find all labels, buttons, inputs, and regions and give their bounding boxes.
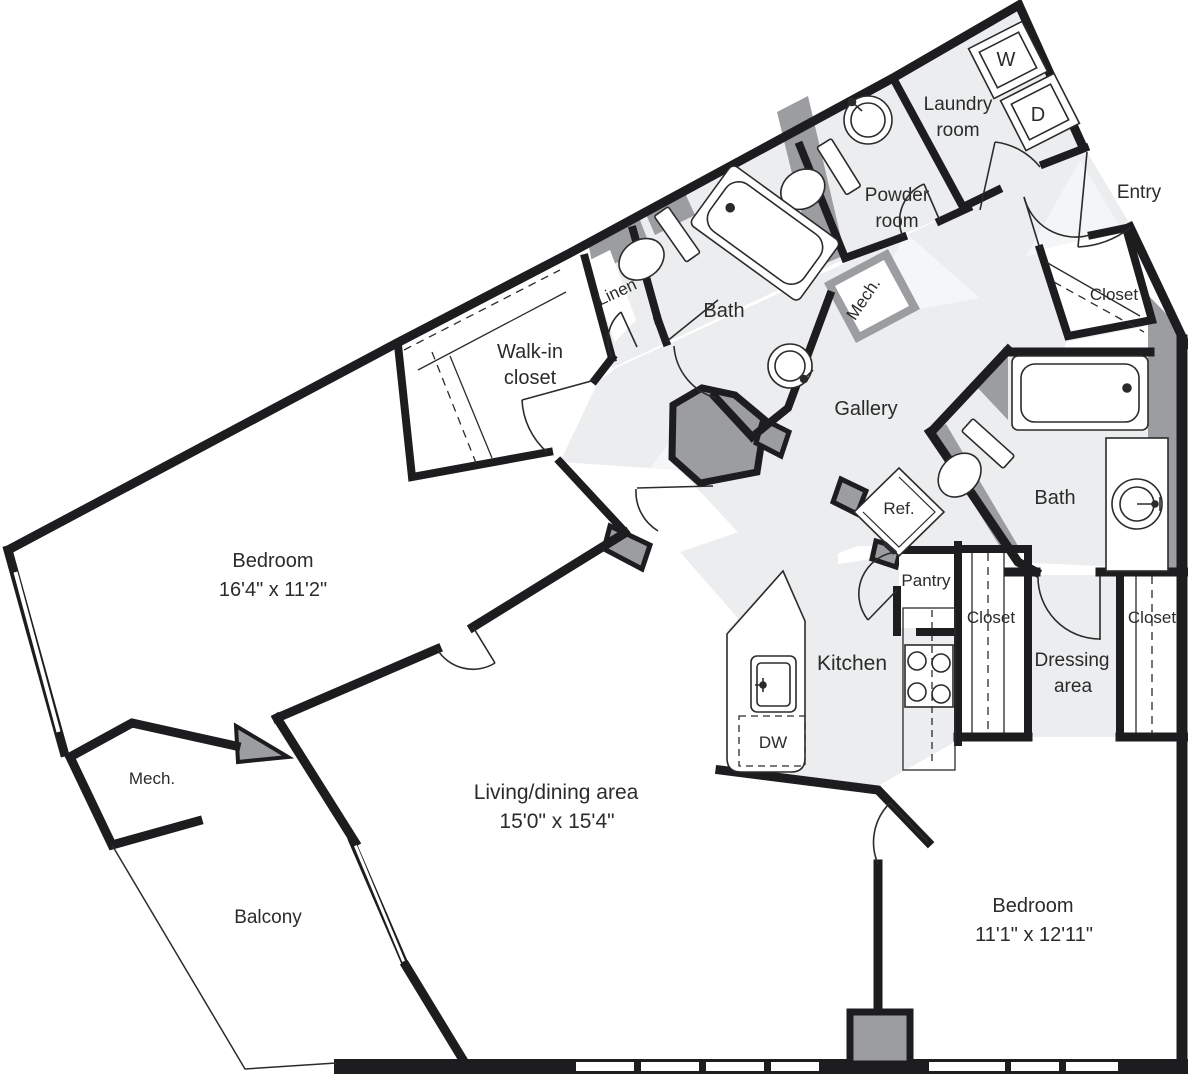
doors bbox=[436, 141, 1131, 865]
bedroom-right-label: Bedroom bbox=[992, 895, 1073, 917]
bathtub-icon bbox=[690, 165, 840, 301]
stove-icon bbox=[902, 607, 956, 771]
powder-toilet-icon bbox=[780, 138, 861, 211]
bedroom-right-door bbox=[872, 802, 929, 865]
toilet-right-icon bbox=[937, 418, 1015, 498]
balcony-label: Balcony bbox=[234, 907, 302, 928]
bath-upper-door bbox=[665, 299, 719, 399]
bedroom-left-passage bbox=[436, 626, 496, 670]
closet-lines bbox=[403, 261, 1153, 767]
bath-right-door bbox=[1037, 574, 1101, 640]
bath-sink-icon bbox=[767, 343, 814, 389]
bath-upper-label: Bath bbox=[703, 300, 744, 322]
bedroom-left-dims: 16'4" x 11'2" bbox=[219, 579, 327, 601]
dressing-label: Dressing bbox=[1035, 650, 1110, 671]
toilet-icon bbox=[618, 206, 701, 281]
gallery-label: Gallery bbox=[834, 398, 897, 420]
bedroom-right-dims: 11'1" x 12'11" bbox=[975, 924, 1093, 946]
kitchen-label: Kitchen bbox=[817, 652, 887, 675]
balcony-railing bbox=[111, 844, 337, 1070]
dishwasher-icon bbox=[738, 715, 806, 767]
powder-label: Powder bbox=[865, 185, 930, 206]
kitchen-island bbox=[726, 569, 806, 773]
bedroom-left-label: Bedroom bbox=[232, 550, 313, 572]
refrigerator-icon bbox=[852, 466, 946, 558]
pantry-label: Pantry bbox=[901, 571, 951, 590]
powder-label2: room bbox=[875, 211, 918, 232]
vanity-sink-icon bbox=[1105, 437, 1169, 572]
laundry-door bbox=[979, 141, 1041, 211]
dryer-label: D bbox=[1031, 104, 1045, 126]
bath-right-label: Bath bbox=[1034, 487, 1075, 509]
window-openings bbox=[576, 1062, 1118, 1071]
entry-closet-label: Closet bbox=[1090, 285, 1138, 304]
walk-in-label2: closet bbox=[504, 367, 557, 389]
closet-right-label: Closet bbox=[1128, 608, 1176, 627]
linen-door bbox=[607, 311, 638, 358]
washer-icon bbox=[967, 20, 1049, 100]
structural-column bbox=[846, 1008, 914, 1068]
mech-lower-label: Mech. bbox=[129, 769, 175, 788]
entry-door bbox=[1077, 151, 1131, 248]
living-dims: 15'0" x 15'4" bbox=[499, 810, 614, 833]
dryer-icon bbox=[999, 72, 1081, 152]
walk-in-door bbox=[521, 379, 596, 453]
laundry-label: Laundry bbox=[924, 94, 993, 115]
bathtub-right-icon bbox=[1011, 355, 1149, 431]
entry-closet-door bbox=[1023, 196, 1091, 250]
bottom-wall bbox=[334, 1008, 1188, 1074]
bedroom-left-door bbox=[635, 485, 714, 532]
closet-middle-label: Closet bbox=[967, 608, 1015, 627]
dishwasher-label: DW bbox=[759, 733, 787, 752]
refrigerator-label: Ref. bbox=[883, 499, 914, 518]
entry-label: Entry bbox=[1117, 182, 1162, 203]
dressing-label2: area bbox=[1054, 676, 1092, 697]
powder-door bbox=[898, 183, 941, 238]
walk-in-label: Walk-in bbox=[497, 341, 563, 363]
living-label: Living/dining area bbox=[474, 781, 639, 804]
fixtures bbox=[618, 20, 1169, 773]
washer-label: W bbox=[997, 49, 1016, 71]
powder-sink-icon bbox=[843, 95, 893, 145]
pantry-door bbox=[858, 551, 898, 621]
laundry-label2: room bbox=[936, 120, 979, 141]
